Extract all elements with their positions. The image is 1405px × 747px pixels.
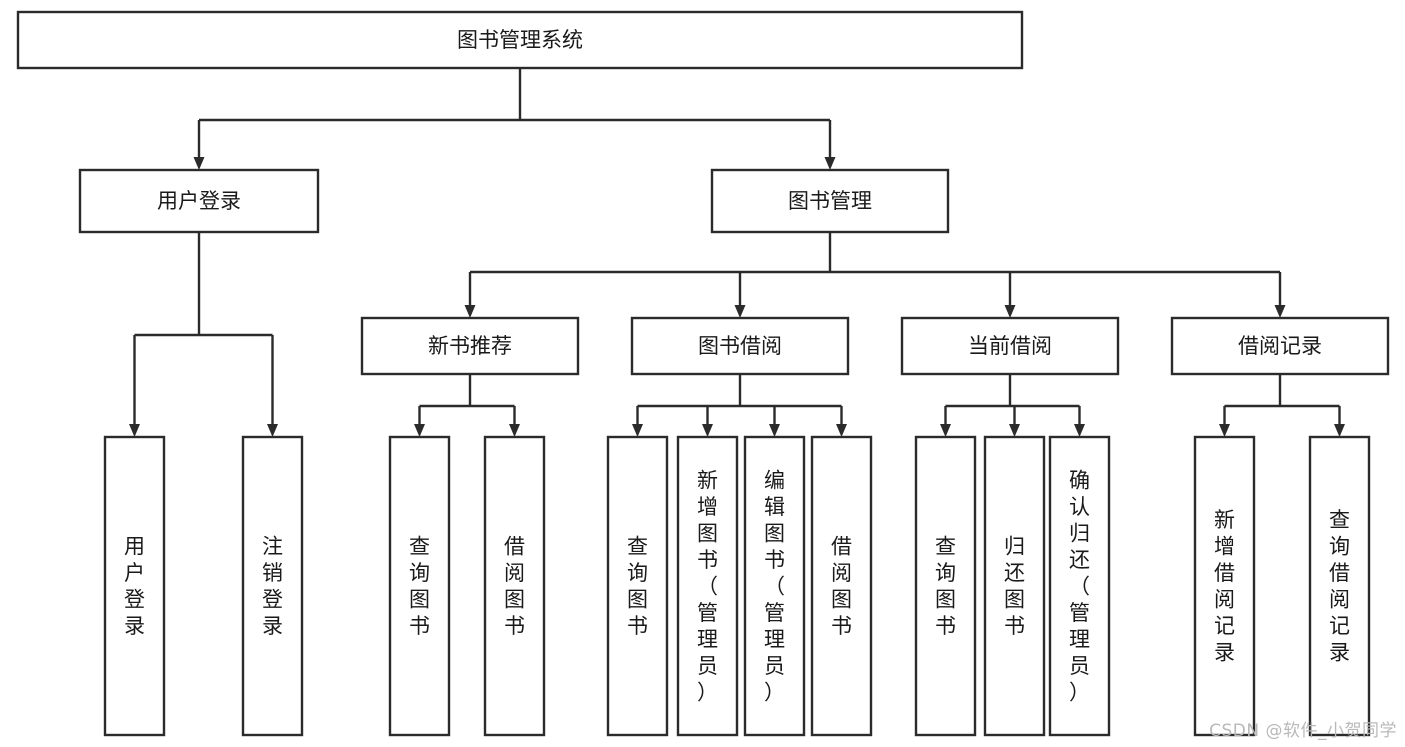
node-label: 新书推荐 bbox=[428, 334, 512, 358]
arrow-head-icon bbox=[1074, 424, 1085, 437]
arrow-head-icon bbox=[940, 424, 951, 437]
node-label: 查询图书 bbox=[409, 535, 430, 639]
arrow-head-icon bbox=[1334, 424, 1345, 437]
node-root[interactable]: 图书管理系统 bbox=[16, 10, 1024, 70]
arrow-head-icon bbox=[1009, 424, 1020, 437]
arrow-head-icon bbox=[702, 424, 713, 437]
arrow-head-icon bbox=[193, 157, 205, 170]
node-leaf-return-book[interactable]: 归还图书 bbox=[983, 435, 1046, 737]
node-box[interactable] bbox=[810, 435, 873, 737]
connector-group-book-borrow bbox=[632, 374, 847, 437]
node-label: 用户登录 bbox=[124, 535, 145, 639]
node-label: 新增借阅记录 bbox=[1214, 508, 1235, 665]
arrow-head-icon bbox=[1219, 424, 1230, 437]
arrow-head-icon bbox=[1004, 305, 1016, 318]
arrow-head-icon bbox=[734, 305, 746, 318]
node-leaf-user-login[interactable]: 用户登录 bbox=[103, 435, 166, 737]
node-label: 借阅图书 bbox=[504, 535, 525, 639]
node-box[interactable] bbox=[630, 316, 850, 376]
node-borrow-record[interactable]: 借阅记录 bbox=[1170, 316, 1390, 376]
node-new-book-rec[interactable]: 新书推荐 bbox=[360, 316, 580, 376]
arrow-head-icon bbox=[464, 305, 476, 318]
node-box[interactable] bbox=[360, 316, 580, 376]
node-label: 查询图书 bbox=[935, 535, 956, 639]
arrow-head-icon bbox=[632, 424, 643, 437]
node-label: 用户登录 bbox=[157, 189, 241, 213]
node-layer: 图书管理系统用户登录图书管理新书推荐图书借阅当前借阅借阅记录用户登录注销登录查询… bbox=[16, 10, 1390, 737]
connector-layer bbox=[129, 68, 1345, 437]
connector-group-new-book-rec bbox=[414, 374, 520, 437]
arrow-head-icon bbox=[824, 157, 836, 170]
node-label: 查询图书 bbox=[627, 535, 648, 639]
connector-group-root bbox=[193, 68, 836, 170]
node-box[interactable] bbox=[743, 435, 806, 737]
node-leaf-borrow-book-1[interactable]: 借阅图书 bbox=[483, 435, 546, 737]
arrow-head-icon bbox=[267, 424, 278, 437]
node-box[interactable] bbox=[710, 168, 950, 234]
node-leaf-query-book-2[interactable]: 查询图书 bbox=[606, 435, 669, 737]
connector-group-book-manage bbox=[464, 232, 1286, 318]
node-box[interactable] bbox=[1048, 435, 1111, 737]
node-leaf-borrow-book-2[interactable]: 借阅图书 bbox=[810, 435, 873, 737]
arrow-head-icon bbox=[836, 424, 847, 437]
node-label: 借阅图书 bbox=[831, 535, 852, 639]
node-box[interactable] bbox=[983, 435, 1046, 737]
node-leaf-edit-book[interactable]: 编辑图书（管理员） bbox=[743, 435, 806, 737]
node-label: 图书管理 bbox=[788, 189, 872, 213]
node-leaf-add-record[interactable]: 新增借阅记录 bbox=[1193, 435, 1256, 737]
csdn-watermark: CSDN @软件_小贺同学 bbox=[1209, 721, 1397, 741]
node-box[interactable] bbox=[914, 435, 977, 737]
node-label: 编辑图书（管理员） bbox=[764, 468, 785, 704]
arrow-head-icon bbox=[129, 424, 140, 437]
node-label: 当前借阅 bbox=[968, 334, 1052, 358]
connector-group-current-borrow bbox=[940, 374, 1085, 437]
node-box[interactable] bbox=[16, 10, 1024, 70]
node-box[interactable] bbox=[1193, 435, 1256, 737]
node-book-borrow[interactable]: 图书借阅 bbox=[630, 316, 850, 376]
node-box[interactable] bbox=[1308, 435, 1371, 737]
node-leaf-confirm-return[interactable]: 确认归还（管理员） bbox=[1048, 435, 1111, 737]
node-label: 查询借阅记录 bbox=[1329, 508, 1350, 665]
arrow-head-icon bbox=[769, 424, 780, 437]
node-leaf-query-book-3[interactable]: 查询图书 bbox=[914, 435, 977, 737]
node-box[interactable] bbox=[1170, 316, 1390, 376]
node-leaf-query-record[interactable]: 查询借阅记录 bbox=[1308, 435, 1371, 737]
connector-group-borrow-record bbox=[1219, 374, 1345, 437]
node-leaf-logout[interactable]: 注销登录 bbox=[241, 435, 304, 737]
node-book-manage[interactable]: 图书管理 bbox=[710, 168, 950, 234]
node-box[interactable] bbox=[900, 316, 1120, 376]
node-label: 图书管理系统 bbox=[457, 28, 583, 52]
node-leaf-query-book-1[interactable]: 查询图书 bbox=[388, 435, 451, 737]
node-current-borrow[interactable]: 当前借阅 bbox=[900, 316, 1120, 376]
node-box[interactable] bbox=[241, 435, 304, 737]
node-label: 图书借阅 bbox=[698, 334, 782, 358]
node-box[interactable] bbox=[606, 435, 669, 737]
arrow-head-icon bbox=[414, 424, 425, 437]
node-label: 注销登录 bbox=[262, 535, 283, 639]
node-box[interactable] bbox=[388, 435, 451, 737]
arrow-head-icon bbox=[509, 424, 520, 437]
node-box[interactable] bbox=[676, 435, 739, 737]
node-label: 借阅记录 bbox=[1238, 334, 1322, 358]
node-label: 新增图书（管理员） bbox=[697, 468, 718, 704]
node-label: 确认归还（管理员） bbox=[1069, 468, 1090, 704]
connector-group-user-login bbox=[129, 232, 278, 437]
node-label: 归还图书 bbox=[1004, 535, 1025, 639]
node-box[interactable] bbox=[78, 168, 320, 234]
node-leaf-add-book[interactable]: 新增图书（管理员） bbox=[676, 435, 739, 737]
node-box[interactable] bbox=[483, 435, 546, 737]
node-user-login[interactable]: 用户登录 bbox=[78, 168, 320, 234]
arrow-head-icon bbox=[1274, 305, 1286, 318]
node-box[interactable] bbox=[103, 435, 166, 737]
